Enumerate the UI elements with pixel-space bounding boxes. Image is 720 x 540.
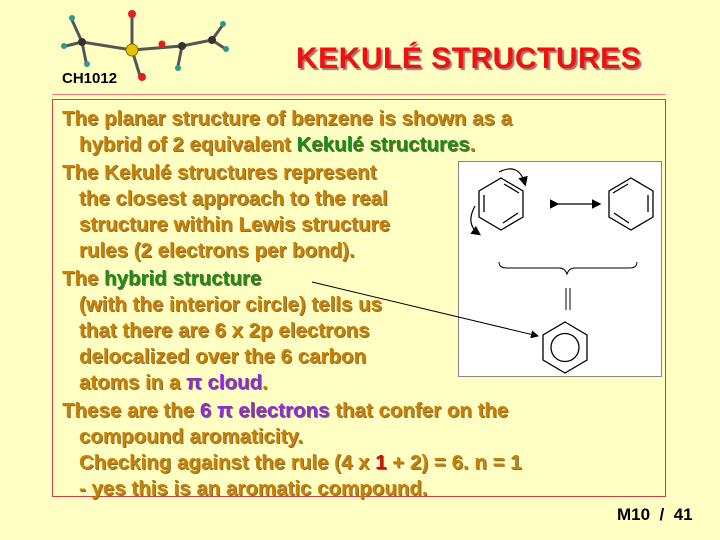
text-line: (with the interior circle) tells us — [79, 293, 383, 316]
brace-icon — [498, 261, 638, 276]
highlight-kekule-structures: Kekulé structures — [296, 133, 470, 156]
content-panel — [52, 99, 666, 497]
kekule-structure-2 — [608, 177, 654, 231]
text-line: Checking against the rule (4 x 1 + 2) = … — [79, 451, 522, 474]
text-line: that there are 6 x 2p electrons — [79, 319, 370, 342]
text-line: hybrid of 2 equivalent Kekulé structures… — [79, 133, 476, 156]
highlight-6-pi-electrons: 6 π electrons — [199, 399, 330, 422]
course-code: CH1012 — [62, 70, 118, 87]
text-line: compound aromaticity. — [79, 425, 304, 448]
page-title: KEKULÉ STRUCTURES — [296, 42, 642, 75]
text-line: - yes this is an aromatic compound. — [79, 477, 428, 500]
text-line: atoms in a π cloud. — [79, 371, 268, 394]
text-line: The planar structure of benzene is shown… — [62, 107, 512, 130]
highlight-pi-cloud: π cloud — [186, 371, 263, 394]
text-line: the closest approach to the real — [79, 187, 388, 210]
text-line: structure within Lewis structure — [79, 213, 390, 236]
hybrid-structure — [542, 321, 588, 374]
slide-number: M10 / 41 — [617, 505, 693, 524]
curved-arrow-icon — [498, 168, 528, 187]
text-line: delocalized over the 6 carbon — [79, 345, 367, 368]
text-line: rules (2 electrons per bond). — [79, 239, 355, 262]
kekule-structure-1 — [478, 177, 524, 231]
molecule-logo-icon — [61, 10, 229, 81]
highlight-hybrid-structure: hybrid structure — [104, 267, 262, 290]
benzene-resonance-diagram — [458, 161, 662, 377]
text-line: These are the 6 π electrons that confer … — [62, 399, 509, 422]
curved-arrow-icon — [470, 205, 481, 236]
title-divider — [52, 94, 666, 95]
highlight-n-value: 1 — [375, 451, 387, 474]
text-line: The hybrid structure — [62, 267, 262, 290]
equivalence-mark-icon — [565, 288, 571, 310]
text-line: The Kekulé structures represent — [62, 161, 377, 184]
